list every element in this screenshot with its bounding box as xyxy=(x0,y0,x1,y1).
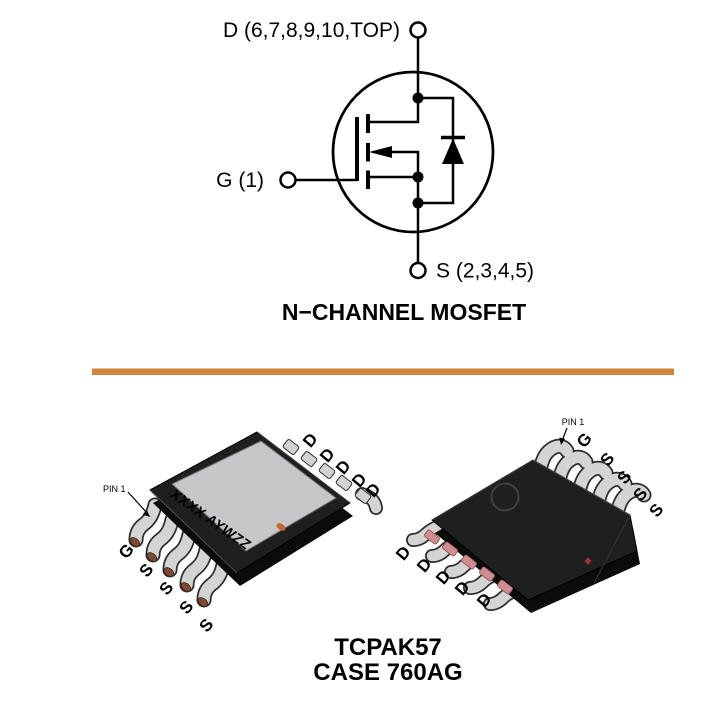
back-gs-leads xyxy=(533,438,652,518)
pin-label-s: S xyxy=(195,615,217,636)
lead xyxy=(593,473,631,505)
front-drain-leads xyxy=(282,439,383,515)
lead-solder-pad xyxy=(497,579,513,595)
pin-label-g: G xyxy=(573,429,596,451)
back-solder-pads xyxy=(424,529,513,595)
body-arrow-icon xyxy=(369,146,392,158)
lead-solder-pad xyxy=(479,566,495,582)
pin1-orientation-dot xyxy=(276,523,286,531)
body-indent-circle xyxy=(490,482,520,512)
source-pin-label: S (2,3,4,5) xyxy=(436,260,534,283)
drain-terminal-circle xyxy=(409,21,427,39)
pin1-orientation-dot xyxy=(584,557,592,565)
body-facet-line xyxy=(593,514,631,584)
lead xyxy=(535,440,573,472)
junction-dot xyxy=(412,171,424,183)
lead-solder-pad xyxy=(424,529,440,545)
lead xyxy=(181,544,212,591)
lead xyxy=(198,559,229,606)
thermal-pad xyxy=(171,440,337,552)
lead xyxy=(574,462,612,494)
back-pin1-callout: PIN 1 xyxy=(559,417,584,445)
pin1-label: PIN 1 xyxy=(562,417,585,427)
source-terminal-circle xyxy=(409,261,427,280)
pin-label-s: S xyxy=(645,500,667,521)
body-diode-branch xyxy=(418,96,455,205)
drain-pin-label: D (6,7,8,9,10,TOP) xyxy=(223,19,400,42)
lead-foot-pad xyxy=(163,567,175,577)
lead-foot-pad xyxy=(180,582,192,592)
gate-terminal-circle xyxy=(279,171,297,189)
lead xyxy=(282,439,300,455)
pin-label-d: D xyxy=(451,578,473,600)
symbol-enclosure-circle xyxy=(331,70,495,234)
lead xyxy=(354,488,372,504)
pin1-label: PIN 1 xyxy=(103,484,126,494)
lead-foot-pad xyxy=(129,537,141,547)
drain-lead-line xyxy=(368,37,420,124)
source-lead-line xyxy=(391,150,420,263)
pin1-arrow-icon xyxy=(127,491,148,514)
schematic-caption: N−CHANNEL MOSFET xyxy=(282,299,526,325)
pin1-arrowhead-icon xyxy=(142,510,150,517)
lead xyxy=(164,529,195,576)
pin-label-s: S xyxy=(175,597,197,618)
pin-label-s: S xyxy=(135,560,157,581)
gate-pin-label: G (1) xyxy=(216,169,264,192)
lead xyxy=(612,484,650,516)
diode-triangle-icon xyxy=(442,138,464,164)
pin-label-d: D xyxy=(299,430,321,452)
lead-foot-pad xyxy=(197,597,209,607)
pin-label-s: S xyxy=(155,578,177,599)
front-gs-leads xyxy=(128,497,231,608)
junction-dot xyxy=(412,92,424,104)
body-edge-highlight xyxy=(431,459,534,521)
case-name: TCPAK57 xyxy=(334,634,442,661)
lead xyxy=(554,451,592,483)
lead xyxy=(318,463,336,479)
body-edge-highlight xyxy=(149,489,238,574)
section-divider xyxy=(92,368,674,375)
package-back-view: G S S S S D D D D D PIN 1 xyxy=(392,417,667,613)
lead-solder-pad xyxy=(461,554,477,570)
case-number: CASE 760AG xyxy=(313,659,462,686)
lead xyxy=(335,475,353,491)
body-edge-highlight xyxy=(532,459,631,516)
junction-dot xyxy=(412,197,424,209)
package-front-view: XXXX AYWZZ D D D D D G S S S S PIN 1 xyxy=(103,430,385,636)
lead-solder-pad xyxy=(442,541,458,557)
mosfet-schematic: D (6,7,8,9,10,TOP) G (1) S (2,3,4,5) N−C… xyxy=(216,19,534,325)
front-pin1-callout: PIN 1 xyxy=(103,484,150,517)
lead xyxy=(300,451,318,467)
pin1-arrowhead-icon xyxy=(559,437,566,445)
lead-foot-pad xyxy=(146,552,158,562)
lead xyxy=(130,499,161,546)
body-edge-highlight xyxy=(256,431,351,504)
lead xyxy=(147,514,178,561)
